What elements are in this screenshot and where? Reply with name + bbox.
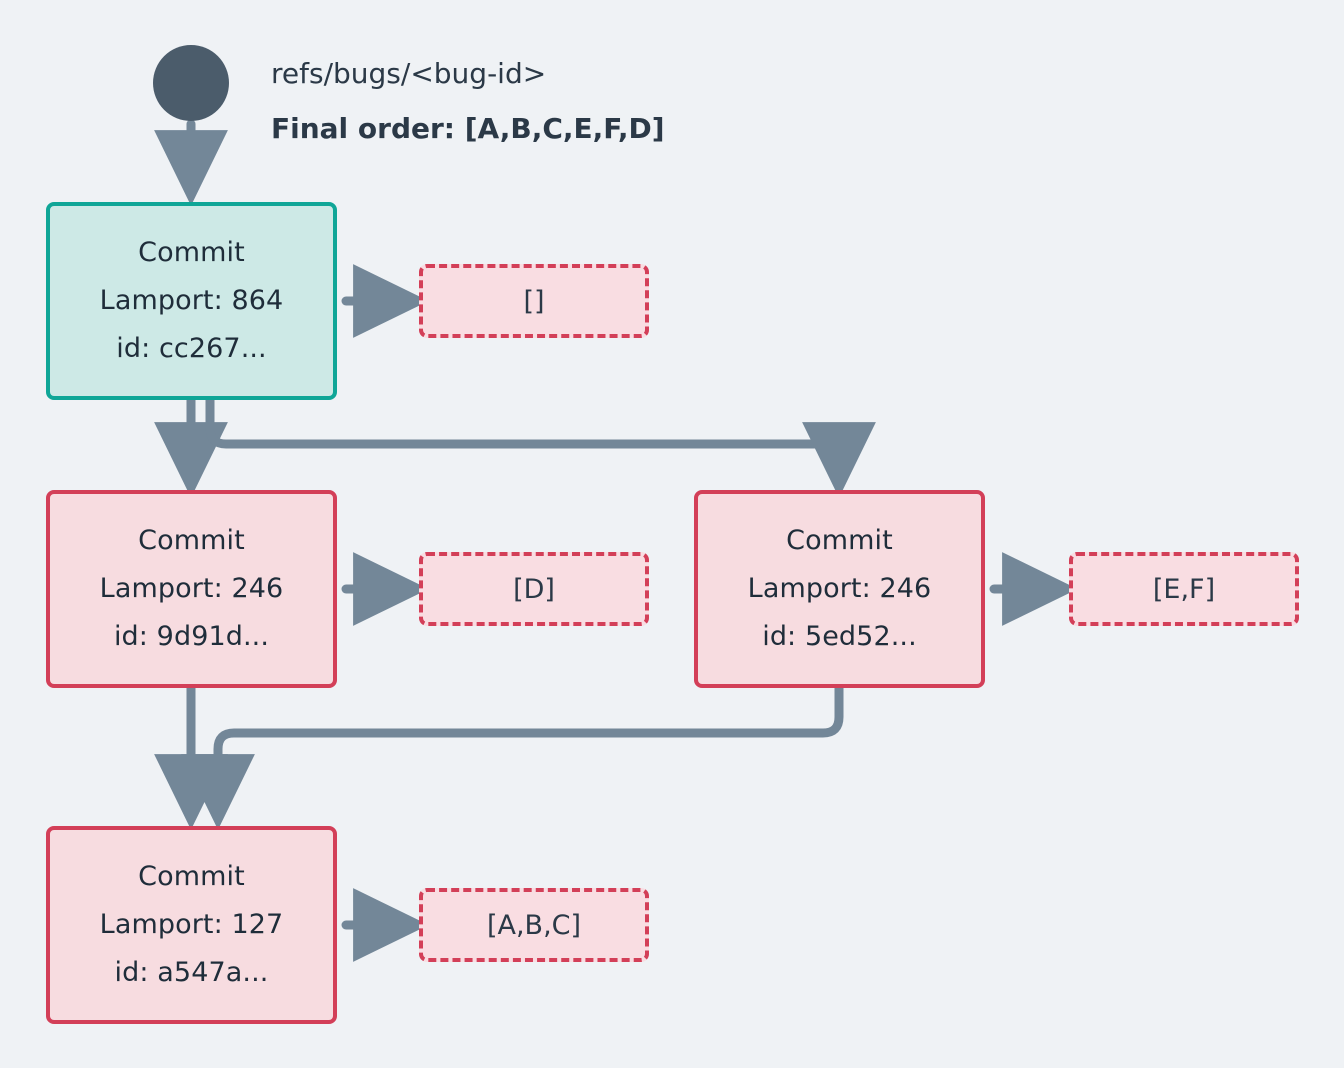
ops-label: [A,B,C] bbox=[486, 909, 582, 941]
ref-head-circle bbox=[153, 45, 229, 121]
ops-node-a547a[interactable]: [A,B,C] bbox=[419, 888, 649, 962]
ops-label: [] bbox=[523, 285, 545, 317]
ops-node-5ed52[interactable]: [E,F] bbox=[1069, 552, 1299, 626]
ops-label: [D] bbox=[513, 573, 555, 605]
commit-lamport: Lamport: 864 bbox=[99, 285, 284, 316]
commit-lamport: Lamport: 246 bbox=[99, 573, 284, 604]
ops-label: [E,F] bbox=[1152, 573, 1216, 605]
commit-node-cc267[interactable]: Commit Lamport: 864 id: cc267... bbox=[46, 202, 337, 400]
edge-cc267-to-5ed52 bbox=[205, 395, 876, 498]
commit-title: Commit bbox=[138, 237, 245, 268]
commit-node-a547a[interactable]: Commit Lamport: 127 id: a547a... bbox=[46, 826, 337, 1024]
ops-node-9d91d[interactable]: [D] bbox=[419, 552, 649, 626]
ref-name-label: refs/bugs/<bug-id> bbox=[271, 57, 547, 90]
final-order-label: Final order: [A,B,C,E,F,D] bbox=[271, 112, 665, 145]
ops-node-cc267[interactable]: [] bbox=[419, 264, 649, 338]
commit-title: Commit bbox=[138, 861, 245, 892]
commit-node-9d91d[interactable]: Commit Lamport: 246 id: 9d91d... bbox=[46, 490, 337, 688]
commit-hash: id: cc267... bbox=[116, 333, 267, 364]
commit-hash: id: a547a... bbox=[114, 957, 269, 988]
ref-label-block: refs/bugs/<bug-id> Final order: [A,B,C,E… bbox=[271, 56, 665, 147]
commit-lamport: Lamport: 127 bbox=[99, 909, 284, 940]
commit-title: Commit bbox=[786, 525, 893, 556]
commit-node-5ed52[interactable]: Commit Lamport: 246 id: 5ed52... bbox=[694, 490, 985, 688]
commit-lamport: Lamport: 246 bbox=[747, 573, 932, 604]
commit-hash: id: 5ed52... bbox=[762, 621, 917, 652]
commit-title: Commit bbox=[138, 525, 245, 556]
edge-5ed52-to-a547a bbox=[181, 683, 844, 830]
commit-hash: id: 9d91d... bbox=[113, 621, 270, 652]
